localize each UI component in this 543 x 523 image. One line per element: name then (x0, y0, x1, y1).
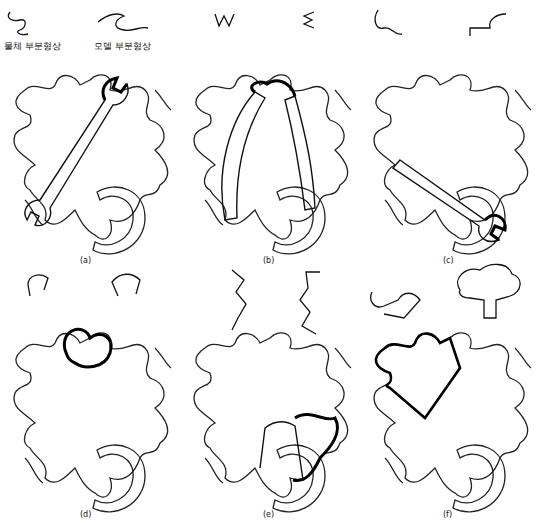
panel-label: (e) (263, 510, 274, 519)
panel-label: (c) (443, 256, 454, 265)
panel-label: (d) (80, 510, 91, 519)
model-part-label: 모델 부분형상 (94, 41, 151, 51)
panel-label: (b) (263, 256, 274, 265)
object-part-label-wrap: 물체 부분형상 (4, 40, 61, 53)
panel-label-wrap: (f) (443, 510, 452, 519)
panel-label-wrap: (a) (80, 256, 91, 265)
model-part-label-wrap: 모델 부분형상 (94, 40, 151, 53)
panel-label-wrap: (c) (443, 256, 454, 265)
panel-label: (a) (80, 256, 91, 265)
panel-label: (f) (443, 510, 452, 519)
panel-label-wrap: (d) (80, 510, 91, 519)
object-part-label: 물체 부분형상 (4, 41, 61, 51)
panel-label-wrap: (b) (263, 256, 274, 265)
panel-label-wrap: (e) (263, 510, 274, 519)
